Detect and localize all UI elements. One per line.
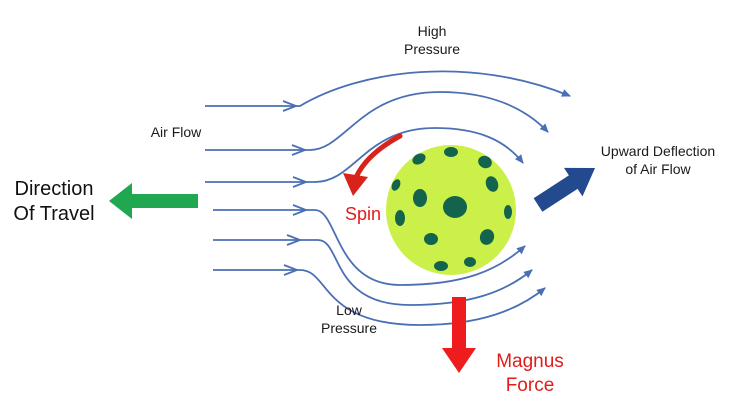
upward-deflection-arrow [533, 167, 596, 212]
high-pressure-label: High Pressure [403, 23, 461, 57]
streamline-2-arrowhead [291, 144, 308, 156]
spin-arrow [343, 133, 403, 196]
direction-of-travel-label: Direction Of Travel [13, 178, 95, 225]
low-pressure-label: Low Pressure [320, 302, 378, 336]
streamline-6-arrowhead [283, 264, 300, 276]
streamline-3 [205, 127, 524, 183]
streamline-4-arrowhead [292, 204, 309, 216]
streamline-5 [213, 239, 533, 306]
upward-deflection-label: Upward Deflection of Air Flow [600, 143, 716, 177]
magnus-force-label: Magnus Force [496, 351, 564, 396]
air-flow-streamlines [205, 70, 571, 326]
magnus-force-arrow [442, 297, 476, 373]
streamline-6 [213, 269, 546, 326]
streamline-2 [205, 91, 549, 151]
pickleball [386, 145, 516, 275]
direction-of-travel-arrow [109, 183, 198, 219]
spin-label: Spin [344, 204, 382, 224]
streamline-4 [213, 209, 526, 286]
streamline-3-arrowhead [292, 176, 309, 188]
streamline-5-arrowhead [286, 234, 303, 246]
ball-holes [391, 147, 512, 271]
streamline-1 [205, 70, 571, 107]
air-flow-label: Air Flow [150, 124, 202, 140]
streamline-1-arrowhead [282, 100, 299, 112]
